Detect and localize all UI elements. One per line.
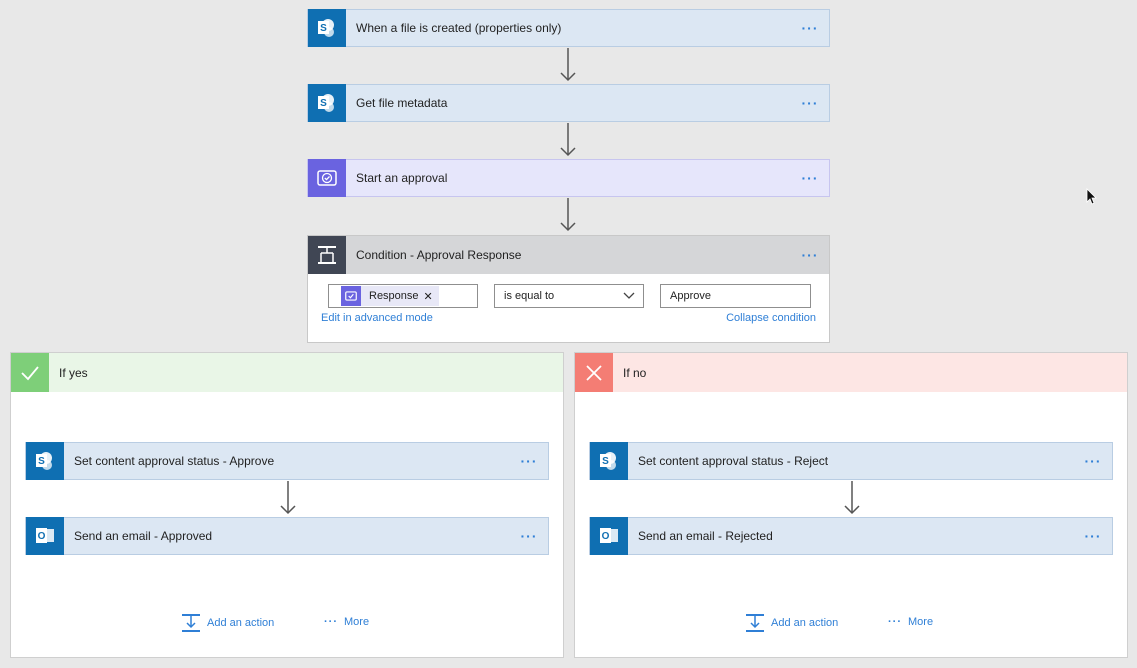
operator-select[interactable]: is equal to xyxy=(494,284,644,308)
approval-icon xyxy=(308,159,346,197)
get-file-metadata-title: Get file metadata xyxy=(356,96,448,110)
arrow-down-icon xyxy=(280,481,296,515)
condition-card: Condition - Approval Response ··· Respon… xyxy=(307,235,830,343)
condition-header[interactable]: Condition - Approval Response ··· xyxy=(308,236,829,274)
add-action-button[interactable]: Add an action xyxy=(181,613,274,633)
trigger-card[interactable]: When a file is created (properties only)… xyxy=(307,9,830,47)
x-icon xyxy=(575,353,613,392)
more-dots-icon: ··· xyxy=(324,616,338,628)
more-button[interactable]: ··· More xyxy=(324,616,369,628)
more-button[interactable]: ··· More xyxy=(888,616,933,628)
condition-menu-button[interactable]: ··· xyxy=(801,247,819,263)
checkmark-icon xyxy=(11,353,49,392)
add-action-icon xyxy=(746,614,764,632)
sharepoint-icon xyxy=(308,9,346,47)
condition-left-operand[interactable]: Response ✕ xyxy=(328,284,478,308)
send-email-approved-title: Send an email - Approved xyxy=(74,529,213,543)
operator-value: is equal to xyxy=(504,290,555,302)
set-approval-status-reject-card[interactable]: Set content approval status - Reject ··· xyxy=(589,442,1113,480)
set-approval-status-approve-menu-button[interactable]: ··· xyxy=(520,453,538,469)
branch-if-no-header[interactable]: If no xyxy=(575,353,1127,392)
condition-title: Condition - Approval Response xyxy=(356,248,522,262)
response-token-label: Response xyxy=(369,290,419,302)
outlook-icon xyxy=(26,517,64,555)
send-email-rejected-menu-button[interactable]: ··· xyxy=(1084,528,1102,544)
branch-if-yes: If yes Set content approval status - App… xyxy=(10,352,564,658)
remove-token-icon[interactable]: ✕ xyxy=(423,290,433,303)
outlook-icon xyxy=(590,517,628,555)
set-approval-status-reject-menu-button[interactable]: ··· xyxy=(1084,453,1102,469)
edit-advanced-mode-link[interactable]: Edit in advanced mode xyxy=(321,312,433,324)
collapse-condition-link[interactable]: Collapse condition xyxy=(726,312,816,324)
send-email-rejected-title: Send an email - Rejected xyxy=(638,529,773,543)
condition-icon xyxy=(308,236,346,274)
send-email-approved-card[interactable]: Send an email - Approved ··· xyxy=(25,517,549,555)
arrow-down-icon xyxy=(560,48,576,82)
add-action-label: Add an action xyxy=(207,617,275,629)
response-token[interactable]: Response ✕ xyxy=(341,286,439,306)
mouse-cursor-icon xyxy=(1086,188,1097,205)
sharepoint-icon xyxy=(308,84,346,122)
arrow-down-icon xyxy=(560,198,576,232)
add-action-label: Add an action xyxy=(771,617,839,629)
arrow-down-icon xyxy=(560,123,576,157)
trigger-menu-button[interactable]: ··· xyxy=(801,20,819,36)
branch-if-no-label: If no xyxy=(623,365,647,380)
trigger-title: When a file is created (properties only) xyxy=(356,21,562,35)
sharepoint-icon xyxy=(590,442,628,480)
branch-if-no: If no Set content approval status - Reje… xyxy=(574,352,1128,658)
send-email-rejected-card[interactable]: Send an email - Rejected ··· xyxy=(589,517,1113,555)
get-file-metadata-menu-button[interactable]: ··· xyxy=(801,95,819,111)
set-approval-status-reject-title: Set content approval status - Reject xyxy=(638,454,829,468)
start-approval-title: Start an approval xyxy=(356,171,448,185)
condition-value-text: Approve xyxy=(670,290,711,302)
chevron-down-icon xyxy=(623,292,635,299)
more-label: More xyxy=(908,616,934,628)
add-action-icon xyxy=(182,614,200,632)
sharepoint-icon xyxy=(26,442,64,480)
arrow-down-icon xyxy=(844,481,860,515)
condition-value-input[interactable]: Approve xyxy=(660,284,811,308)
branch-if-yes-header[interactable]: If yes xyxy=(11,353,563,392)
set-approval-status-approve-card[interactable]: Set content approval status - Approve ··… xyxy=(25,442,549,480)
approval-icon xyxy=(341,286,361,306)
send-email-approved-menu-button[interactable]: ··· xyxy=(520,528,538,544)
start-approval-menu-button[interactable]: ··· xyxy=(801,170,819,186)
more-label: More xyxy=(344,616,370,628)
branch-if-yes-label: If yes xyxy=(59,365,88,380)
more-dots-icon: ··· xyxy=(888,616,902,628)
set-approval-status-approve-title: Set content approval status - Approve xyxy=(74,454,275,468)
add-action-button[interactable]: Add an action xyxy=(745,613,838,633)
start-approval-card[interactable]: Start an approval ··· xyxy=(307,159,830,197)
get-file-metadata-card[interactable]: Get file metadata ··· xyxy=(307,84,830,122)
